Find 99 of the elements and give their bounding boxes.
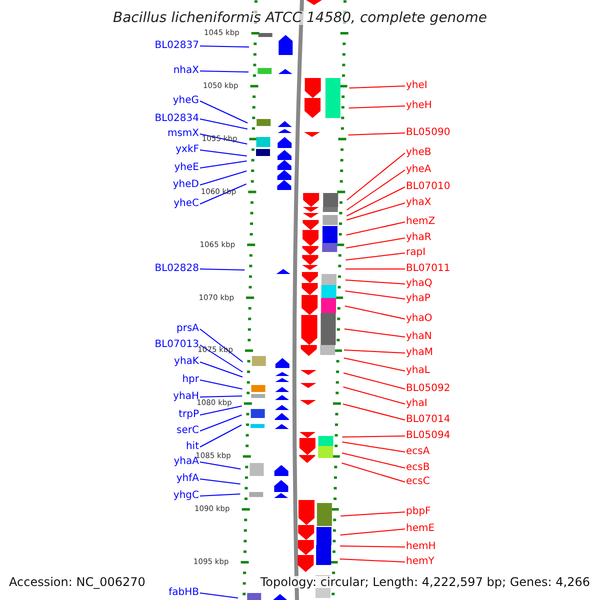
gene-label: yheG <box>172 96 200 106</box>
leader-line <box>200 494 241 496</box>
gene-label: ecsA <box>405 447 431 457</box>
gene-label: rapI <box>405 248 427 258</box>
leader-line <box>200 160 248 168</box>
leader-line <box>200 396 243 398</box>
gene-label: hit <box>184 442 200 452</box>
gene-label: hpr <box>181 375 200 385</box>
leader-line <box>345 252 406 260</box>
leader-line <box>342 386 406 404</box>
gene-label: yhaI <box>405 399 428 409</box>
gene-label: hemH <box>405 542 437 552</box>
leader-line <box>200 184 247 204</box>
gene-label: BL02837 <box>154 41 200 51</box>
gene-label: nhaX <box>172 66 200 76</box>
leader-line <box>341 462 406 482</box>
gene-label: yheC <box>172 199 200 209</box>
gene-label: pbpF <box>405 507 432 517</box>
gene-label: yhaA <box>172 457 200 467</box>
gene-label: yhaK <box>173 357 200 367</box>
leader-line <box>200 462 242 470</box>
gene-label: yxkF <box>174 145 200 155</box>
leader-line <box>345 268 406 270</box>
leader-line <box>346 186 406 216</box>
leader-line <box>340 528 406 536</box>
leader-line <box>200 150 248 156</box>
leader-line <box>200 362 243 378</box>
leader-line <box>342 404 406 420</box>
gene-label: BL07014 <box>405 415 452 425</box>
leader-line <box>346 238 406 248</box>
leader-line <box>200 100 248 124</box>
gene-label: yhaH <box>172 392 200 402</box>
leader-line <box>346 202 406 220</box>
leader-line <box>200 592 239 598</box>
gene-label: yheH <box>405 101 433 111</box>
gene-label: yheE <box>173 163 200 173</box>
gene-label: yhfA <box>175 474 200 484</box>
gene-label: ecsC <box>405 477 431 487</box>
leader-line <box>200 406 242 416</box>
gene-label: yhaO <box>405 314 434 324</box>
leader-line <box>339 558 406 562</box>
gene-label: BL02834 <box>154 114 200 124</box>
accession-note: Accession: NC_006270 <box>9 576 146 588</box>
leader-line <box>343 372 406 390</box>
gene-label: prsA <box>175 324 200 334</box>
gene-label: trpP <box>178 410 200 420</box>
leader-line <box>341 452 406 468</box>
gene-label: BL07011 <box>405 264 452 274</box>
gene-label: serC <box>176 426 200 436</box>
gene-label: yhaX <box>405 198 432 208</box>
leader-line <box>340 546 406 548</box>
leader-line <box>200 414 242 432</box>
gene-label: hemE <box>405 524 436 534</box>
gene-label: yhaQ <box>405 279 434 289</box>
leader-line <box>342 442 406 452</box>
gene-label: yhaN <box>405 332 433 342</box>
gene-label: yheI <box>405 81 428 91</box>
gene-label: yhgC <box>172 491 200 501</box>
gene-label: yhaR <box>405 233 432 243</box>
leader-line <box>346 170 406 210</box>
gene-label: BL05092 <box>405 384 452 394</box>
leader-line <box>346 222 406 236</box>
leader-line <box>200 70 250 72</box>
leader-line <box>200 380 243 390</box>
leader-line <box>344 306 406 320</box>
leader-line <box>200 268 246 270</box>
leader-line <box>342 436 406 438</box>
leader-line <box>200 46 250 48</box>
gene-label: yhaP <box>405 294 432 304</box>
leader-line <box>344 328 406 338</box>
leader-line <box>343 358 406 372</box>
gene-label: msmX <box>166 129 200 139</box>
leader-line <box>348 106 406 108</box>
gene-label: yheB <box>405 148 432 158</box>
gene-label: ecsB <box>405 463 431 473</box>
gene-label: BL05090 <box>405 128 452 138</box>
leader-line <box>348 132 406 136</box>
leader-line <box>344 350 406 354</box>
leader-line <box>344 280 406 284</box>
gene-label: hemY <box>405 557 436 567</box>
gene-label: yheD <box>172 180 200 190</box>
gene-label: fabHB <box>168 588 200 598</box>
gene-label: BL07010 <box>405 182 452 192</box>
leader-line <box>348 86 406 88</box>
gene-label: yheA <box>405 165 432 175</box>
leader-line <box>200 170 248 186</box>
leader-line <box>200 118 248 130</box>
leader-line <box>200 478 241 484</box>
gene-label: BL02828 <box>154 264 200 274</box>
gene-label: yhaM <box>405 348 434 358</box>
gene-label: yhaL <box>405 366 431 376</box>
leader-line <box>200 424 242 448</box>
gene-label: hemZ <box>405 217 436 227</box>
gene-label: BL05094 <box>405 431 452 441</box>
leader-line <box>344 290 406 300</box>
genome-info-note: Topology: circular; Length: 4,222,597 bp; Genes: 4,266 <box>260 576 590 588</box>
leader-line <box>340 512 406 516</box>
leader-line <box>346 152 406 200</box>
gene-label: BL07013 <box>154 340 200 350</box>
